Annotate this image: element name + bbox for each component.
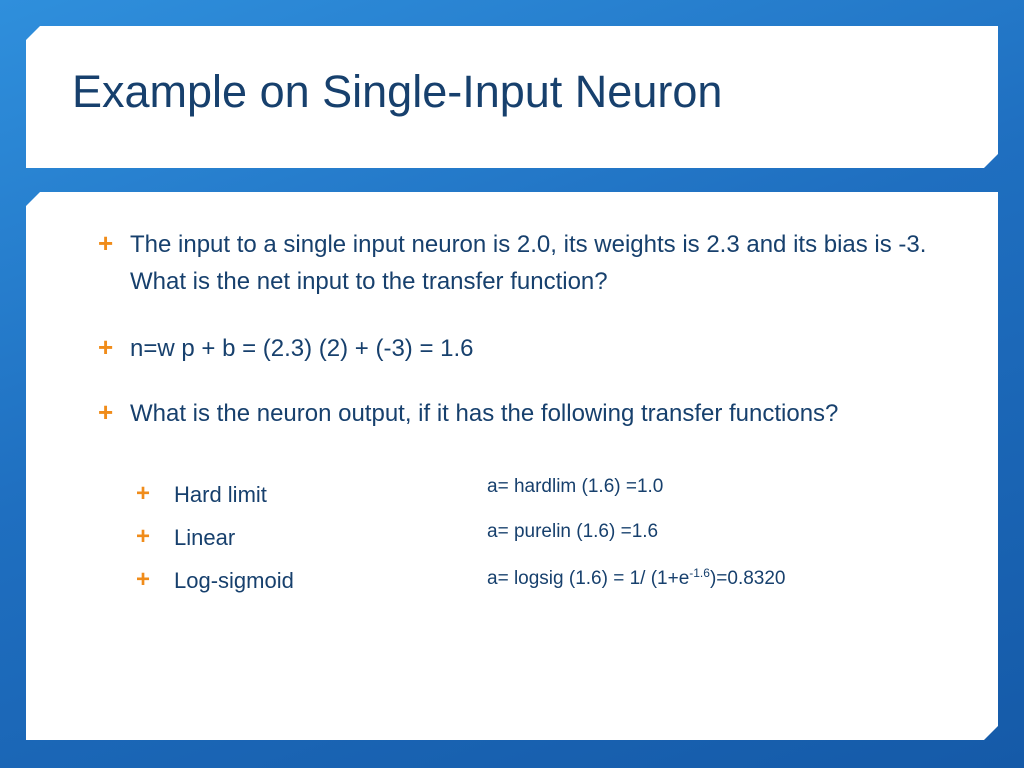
bullet-item: + n=w p + b = (2.3) (2) + (-3) = 1.6 [98,330,938,367]
sub-bullet-label: Log-sigmoid [174,568,294,593]
formula-logsig-suffix: )=0.8320 [709,568,786,589]
formula-hardlim: a= hardlim (1.6) =1.0 [487,476,664,497]
formula-logsig: a= logsig (1.6) = 1/ (1+e-1.6)=0.8320 [487,566,786,590]
slide-title: Example on Single-Input Neuron [72,66,723,117]
formula-logsig-prefix: a= logsig (1.6) = 1/ (1+e [487,568,690,589]
bullet-text: The input to a single input neuron is 2.… [130,231,927,295]
bullet-text: n=w p + b = (2.3) (2) + (-3) = 1.6 [130,335,474,362]
title-panel [26,26,998,168]
formula-purelin: a= purelin (1.6) =1.6 [487,521,659,542]
plus-icon: + [136,523,151,550]
sub-bullet-label: Linear [174,525,236,550]
plus-icon: + [98,332,114,362]
plus-icon: + [136,566,151,593]
plus-icon: + [136,480,151,507]
sub-bullet-item: + Linear [136,523,235,553]
bullet-text: What is the neuron output, if it has the… [130,400,839,427]
content-panel [26,192,998,740]
plus-icon: + [98,397,114,427]
bullet-item: + The input to a single input neuron is … [98,226,938,300]
plus-icon: + [98,228,114,258]
sub-bullet-item: + Hard limit [136,480,267,510]
sub-bullet-label: Hard limit [174,482,267,507]
formula-logsig-exponent: -1.6 [689,566,710,580]
bullet-item: + What is the neuron output, if it has t… [98,395,938,432]
sub-bullet-item: + Log-sigmoid [136,566,294,596]
